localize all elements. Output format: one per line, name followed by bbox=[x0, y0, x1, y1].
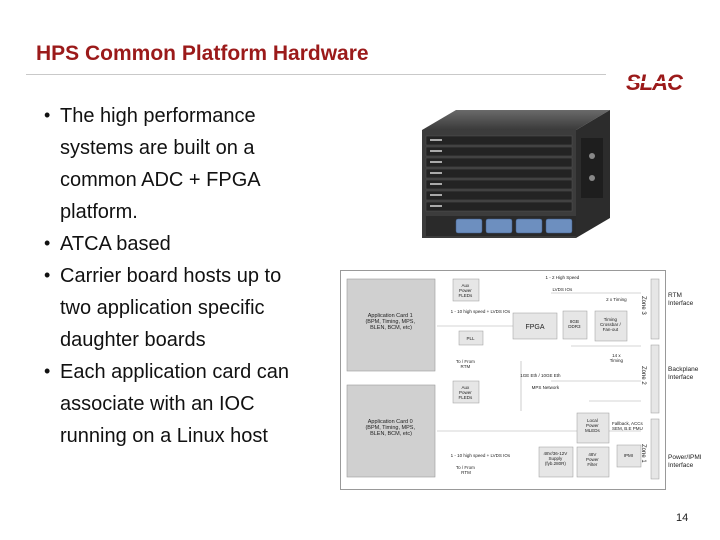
diagram-line: MPS Network bbox=[532, 385, 560, 390]
diagram-line: Timing bbox=[604, 317, 618, 322]
app-card-0-line: BLEN, BCM, etc) bbox=[370, 431, 412, 437]
diagram-line: 48V bbox=[588, 452, 596, 457]
diagram-line: (fyb.280R) bbox=[545, 461, 567, 466]
slac-logo: SLAC bbox=[626, 70, 690, 96]
diagram-label: Aux Power FLEDs Aux Power FLEDs 1 - 2 Hi… bbox=[451, 275, 644, 475]
diagram-line: RTM bbox=[461, 364, 471, 369]
diagram-line: Local bbox=[587, 418, 598, 423]
diagram-line: IPMI bbox=[624, 453, 633, 458]
bullet-item: Each application card can associate with… bbox=[44, 355, 316, 452]
app-card-0-label: Application Card 0 (BPM, Timing, MPS, BL… bbox=[365, 419, 416, 437]
bullet-item: Carrier board hosts up to two applicatio… bbox=[44, 259, 316, 356]
diagram-line: Crossbar / bbox=[600, 322, 622, 327]
backplane-interface-text: Backplane Interface bbox=[668, 366, 699, 381]
power-ipmi-interface-text: Power/IPMI Interface bbox=[668, 454, 702, 469]
diagram-line: 2 x Timing bbox=[606, 297, 627, 302]
diagram-line: Fallback, ACCs bbox=[612, 421, 644, 426]
diagram-line: Fan-out bbox=[603, 327, 619, 332]
app-card-1-label: Application Card 1 (BPM, Timing, MPS, BL… bbox=[365, 313, 416, 331]
diagram-line: SEM, B.E PMU bbox=[612, 426, 643, 431]
bullet-item: The high performance systems are built o… bbox=[44, 99, 316, 228]
diagram-line: PLL bbox=[466, 336, 475, 341]
bullet-item: ATCA based bbox=[44, 227, 316, 260]
app-card-1-line: Application Card 1 bbox=[368, 313, 413, 319]
app-card-0-line: Application Card 0 bbox=[368, 419, 413, 425]
diagram-line: Timing bbox=[610, 358, 624, 363]
diagram-line: Power bbox=[459, 390, 472, 395]
diagram-line: Aux bbox=[461, 283, 470, 288]
slide-title: HPS Common Platform Hardware bbox=[36, 42, 369, 65]
diagram-line: FLEDs bbox=[458, 395, 473, 400]
title-divider bbox=[26, 74, 606, 75]
diagram-line: DDR3 bbox=[568, 324, 581, 329]
app-card-1-line: (BPM, Timing, MPS, bbox=[365, 319, 415, 325]
logo-stripe bbox=[628, 81, 690, 83]
diagram-line: 1 - 10 high speed + LVDS IOs bbox=[451, 453, 511, 458]
diagram-line: LVDS IOs bbox=[553, 287, 573, 292]
diagram-line: MLEDs bbox=[585, 428, 601, 433]
diagram-line: Power bbox=[586, 457, 599, 462]
diagram-line: 48V/36-12V bbox=[543, 451, 567, 456]
rtm-interface-text: RTM Interface bbox=[668, 292, 694, 307]
zone1-label: Zone 1 bbox=[640, 444, 646, 463]
diagram-line: 1 - 2 High Speed bbox=[545, 275, 579, 280]
zone2-label: Zone 2 bbox=[640, 366, 646, 385]
diagram-line: RTM bbox=[461, 470, 471, 475]
diagram-line: 14 x bbox=[612, 353, 621, 358]
diagram-line: Filter bbox=[587, 462, 598, 467]
atca-chassis-image bbox=[422, 110, 610, 238]
diagram-line: Aux bbox=[461, 385, 470, 390]
carrier-board-diagram: Application Card 1 (BPM, Timing, MPS, BL… bbox=[340, 270, 666, 490]
diagram-line: To / From bbox=[456, 359, 475, 364]
bullet-list: The high performance systems are built o… bbox=[44, 99, 316, 452]
diagram-line: Power bbox=[459, 288, 472, 293]
app-card-0-line: (BPM, Timing, MPS, bbox=[365, 425, 415, 431]
diagram-line: Supply bbox=[548, 456, 563, 461]
diagram-line: FLEDs bbox=[458, 293, 473, 298]
diagram-line: Power bbox=[586, 423, 599, 428]
diagram-line: 1 - 10 high speed + LVDS IOs bbox=[451, 309, 511, 314]
app-card-1-line: BLEN, BCM, etc) bbox=[370, 325, 412, 331]
zone3-label: Zone 3 bbox=[640, 296, 646, 315]
fpga-label: FPGA bbox=[525, 324, 544, 331]
page-number: 14 bbox=[676, 512, 689, 524]
diagram-line: To / From bbox=[456, 465, 475, 470]
diagram-line: 8GB bbox=[570, 319, 579, 324]
diagram-line: 1GE Eth / 10GE Eth bbox=[520, 373, 561, 378]
